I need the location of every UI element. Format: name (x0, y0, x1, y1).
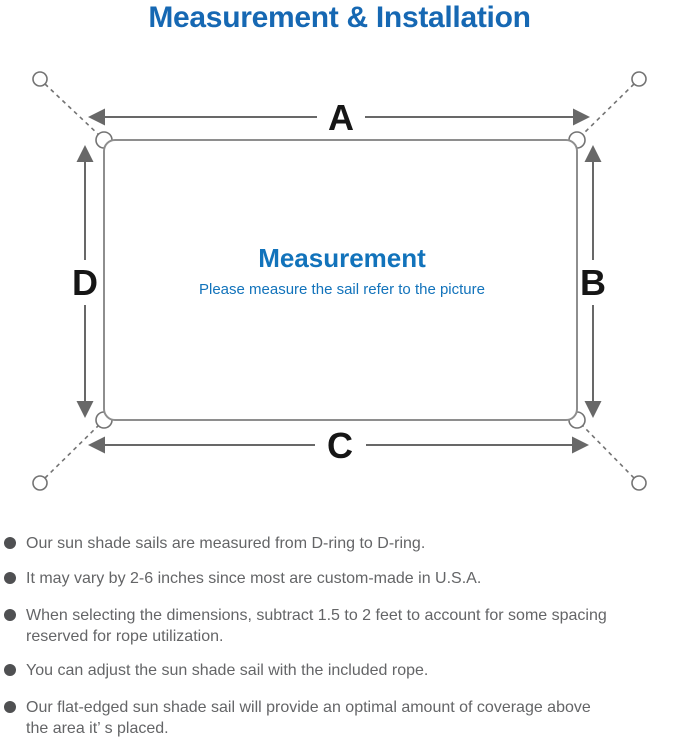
dimension-arrow-bottom (88, 436, 589, 454)
arrowhead-up-icon (584, 145, 602, 162)
bullet-icon (4, 609, 16, 621)
dimension-label-c: C (327, 425, 353, 466)
rope-line (44, 423, 101, 479)
dimension-arrow-left (76, 145, 94, 418)
arrowhead-left-icon (88, 108, 105, 126)
arrowhead-up-icon (76, 145, 94, 162)
diagram-center-subtitle: Please measure the sail refer to the pic… (199, 281, 485, 298)
dimension-label-b: B (580, 262, 606, 303)
bullet-line: When selecting the dimensions, subtract … (26, 607, 607, 624)
list-item: It may vary by 2-6 inches since most are… (4, 568, 673, 589)
dimension-arrow-top (88, 108, 590, 126)
list-item: Our flat-edged sun shade sail will provi… (4, 697, 673, 739)
dimension-label-d: D (72, 262, 98, 303)
bullet-icon (4, 572, 16, 584)
bullet-line: It may vary by 2-6 inches since most are… (26, 570, 482, 587)
anchor-ring-icon (32, 475, 48, 491)
arrowhead-right-icon (573, 108, 590, 126)
list-item: Our sun shade sails are measured from D-… (4, 533, 673, 554)
arrowhead-down-icon (76, 401, 94, 418)
bullet-icon (4, 537, 16, 549)
arrowhead-left-icon (88, 436, 105, 454)
diagram-center-title: Measurement (258, 243, 426, 273)
arrowhead-down-icon (584, 401, 602, 418)
page-title: Measurement & Installation (148, 1, 531, 34)
anchor-ring-icon (631, 71, 647, 87)
bullet-line: Our sun shade sails are measured from D-… (26, 535, 426, 552)
anchor-ring-icon (631, 475, 647, 491)
rope-lines (44, 83, 635, 479)
bullet-line: reserved for rope utilization. (26, 628, 224, 645)
list-item: You can adjust the sun shade sail with t… (4, 660, 673, 681)
bullet-line: the area it’ s placed. (26, 720, 169, 737)
bullet-icon (4, 701, 16, 713)
dimension-label-a: A (328, 97, 354, 138)
bullet-line: You can adjust the sun shade sail with t… (26, 662, 429, 679)
measurement-diagram: A B C D Measurement Please measure the s… (32, 71, 647, 491)
anchor-rings (32, 71, 647, 491)
anchor-ring-icon (32, 71, 48, 87)
bullet-line: Our flat-edged sun shade sail will provi… (26, 699, 591, 716)
dimension-arrow-right (584, 145, 602, 418)
bullet-icon (4, 664, 16, 676)
list-item: When selecting the dimensions, subtract … (4, 605, 673, 647)
arrowhead-right-icon (572, 436, 589, 454)
sail-outline (103, 139, 578, 421)
